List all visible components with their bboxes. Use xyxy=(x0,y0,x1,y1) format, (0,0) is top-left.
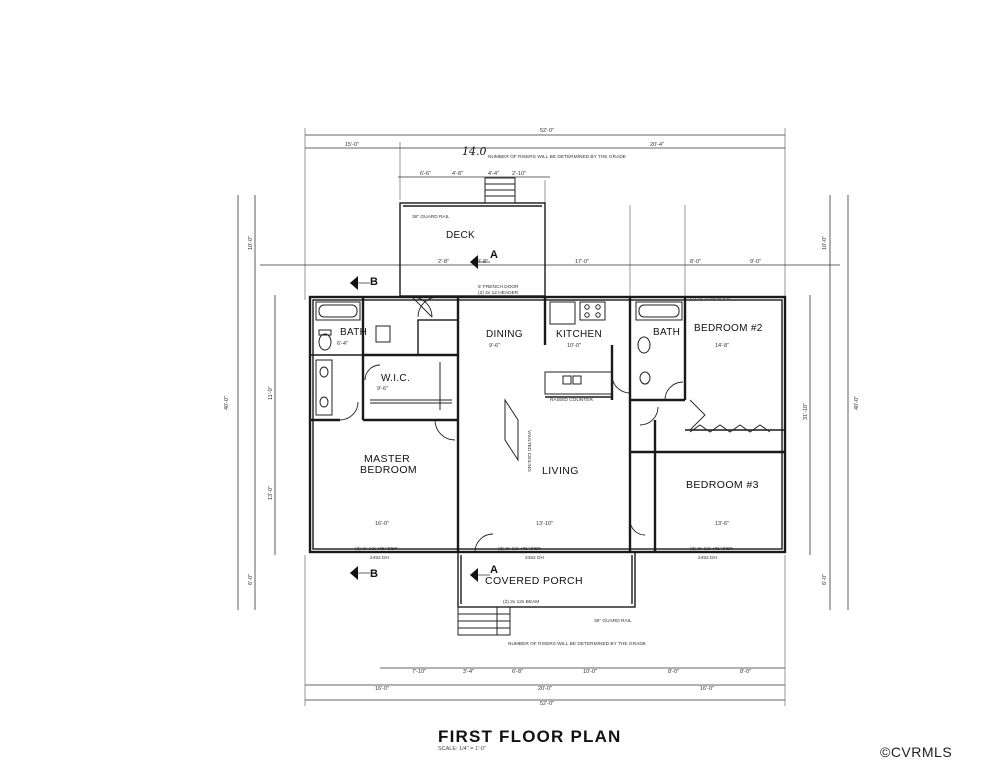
dim-master-w: 16'-0" xyxy=(375,521,389,527)
header-notes: (2) 2x 12 HEADER (2) 2x 12s HEADER (2) 2… xyxy=(355,296,733,561)
dim-deck-d: 2'-10" xyxy=(512,171,526,177)
note-beam: (2) 2x 12s BEAM xyxy=(503,599,539,605)
dim-bottom-b: 3'-4" xyxy=(463,669,474,675)
dim-mid-right-a: 17'-0" xyxy=(575,259,589,265)
room-label-bath-2: BATH xyxy=(653,327,680,338)
room-label-master-bath: BATH xyxy=(340,327,367,338)
note-window-a: 2452 DH xyxy=(370,555,389,561)
fixtures: RAISED COUNTER xyxy=(315,301,771,433)
dim-bottom-e: 8'-0" xyxy=(668,669,679,675)
dim-dining-w: 9'-6" xyxy=(489,343,500,349)
room-dimensions: 16'-0" 13'-10" 13'-6" 9'-6" 10'-0" 14'-8… xyxy=(337,341,729,527)
dim-bottom-i: 16'-0" xyxy=(700,686,714,692)
dim-top-right: 20'-4" xyxy=(650,142,664,148)
dim-bed2-w: 14'-8" xyxy=(715,343,729,349)
dim-mid-left: 2'-8" xyxy=(438,259,449,265)
deck-area: DECK NUMBER OF RISERS WILL BE DETERMINED… xyxy=(399,154,626,297)
room-label-covered-porch: COVERED PORCH xyxy=(485,575,583,587)
note-vaulted: VAULTED CEILING xyxy=(526,430,532,472)
room-label-living: LIVING xyxy=(542,465,579,477)
room-label-bedroom-3: BEDROOM #3 xyxy=(686,479,759,491)
room-label-wic: W.I.C. xyxy=(381,373,410,384)
dim-right-b: 31'-10" xyxy=(803,403,809,420)
handwritten-dimension-note: 14.0 xyxy=(462,145,487,158)
room-label-master-bedroom-2: BEDROOM xyxy=(360,464,417,476)
room-labels: BATH DINING KITCHEN BATH BEDROOM #2 W.I.… xyxy=(340,323,763,491)
section-mark-b-bottom: B xyxy=(370,568,378,580)
dim-left-a: 10'-0" xyxy=(248,236,254,250)
covered-porch-area: COVERED PORCH (2) 2x 12s BEAM 36" GUARD … xyxy=(457,551,646,647)
section-mark-a-bottom: A xyxy=(490,564,498,576)
note-guard-rail-top: 36" GUARD RAIL xyxy=(412,214,450,220)
dim-kitchen-w: 10'-0" xyxy=(567,343,581,349)
note-window-c: 2452 DH xyxy=(698,555,717,561)
note-window-b: 2452 DH xyxy=(525,555,544,561)
dim-left-c: 13'-0" xyxy=(268,486,274,500)
dim-bath-w: 6'-4" xyxy=(337,341,348,347)
dim-right-c: 6'-0" xyxy=(822,574,828,585)
note-header-master: (2) 2x 12s HEADER xyxy=(355,546,398,552)
dim-left-overall: 40'-0" xyxy=(224,396,230,410)
dim-living-w: 13'-10" xyxy=(536,521,553,527)
section-mark-b-top: B xyxy=(370,276,378,288)
dim-mid-right-c: 9'-0" xyxy=(750,259,761,265)
note-guard-rail-bottom: 36" GUARD RAIL xyxy=(594,618,632,624)
house-walls xyxy=(308,295,787,554)
section-markers: A A B B xyxy=(350,249,498,582)
note-raised-counter: RAISED COUNTER xyxy=(550,397,593,403)
note-header-porch-2: (2) 2x 12s HEADER xyxy=(690,546,733,552)
dim-left-d: 6'-0" xyxy=(248,574,254,585)
dim-bottom-d: 10'-0" xyxy=(583,669,597,675)
dim-deck-c: 4'-4" xyxy=(488,171,499,177)
room-label-deck: DECK xyxy=(446,230,475,241)
watermark-text: ©CVRMLS xyxy=(880,744,952,760)
note-french-door: 5' FRENCH DOOR xyxy=(478,284,519,290)
dim-wic-w: 9'-6" xyxy=(377,386,388,392)
room-label-kitchen: KITCHEN xyxy=(556,329,602,340)
dim-bed3-w: 13'-6" xyxy=(715,521,729,527)
note-risers-bottom: NUMBER OF RISERS WILL BE DETERMINED BY T… xyxy=(508,641,646,647)
note-header-b2: (2) 2x 12 HEADER xyxy=(690,296,731,302)
dim-right-a: 10'-0" xyxy=(822,236,828,250)
door-swings xyxy=(339,296,706,553)
dim-left-b: 11'-0" xyxy=(268,386,274,400)
note-header-top: (2) 2x 12 HEADER xyxy=(478,290,519,296)
dim-deck-b: 6'-6" xyxy=(420,171,431,177)
dim-bottom-g: 16'-0" xyxy=(375,686,389,692)
dim-bottom-f: 8'-0" xyxy=(740,669,751,675)
plan-scale: SCALE: 1/4" = 1'-0" xyxy=(438,746,486,752)
dim-deck-a: 4'-8" xyxy=(452,171,463,177)
dim-bottom-a: 7'-10" xyxy=(412,669,426,675)
vaulted-ceiling-indicator: VAULTED CEILING xyxy=(504,398,532,472)
section-mark-a-top: A xyxy=(490,249,498,261)
note-risers-top: NUMBER OF RISERS WILL BE DETERMINED BY T… xyxy=(488,154,626,160)
room-label-bedroom-2: BEDROOM #2 xyxy=(694,323,763,334)
room-label-dining: DINING xyxy=(486,329,523,340)
dim-bottom-c: 6'-8" xyxy=(512,669,523,675)
dim-top-left: 15'-0" xyxy=(345,142,359,148)
dim-overall-top: 52'-0" xyxy=(540,128,554,134)
plan-title: FIRST FLOOR PLAN xyxy=(438,727,622,746)
dim-right-overall: 40'-0" xyxy=(854,396,860,410)
plan-title-block: FIRST FLOOR PLAN SCALE: 1/4" = 1'-0" xyxy=(438,727,622,752)
dim-overall-bottom: 52'-0" xyxy=(540,701,554,707)
dim-mid-right-b: 8'-0" xyxy=(690,259,701,265)
room-label-master-bedroom-1: MASTER xyxy=(364,453,410,465)
dim-bottom-h: 20'-0" xyxy=(538,686,552,692)
dimension-lines: 52'-0" 15'-0" 20'-4" 6'-6" 4'-8" 4'-4" 2… xyxy=(224,128,860,707)
note-header-porch: (2) 2x 12s HEADER xyxy=(498,546,541,552)
